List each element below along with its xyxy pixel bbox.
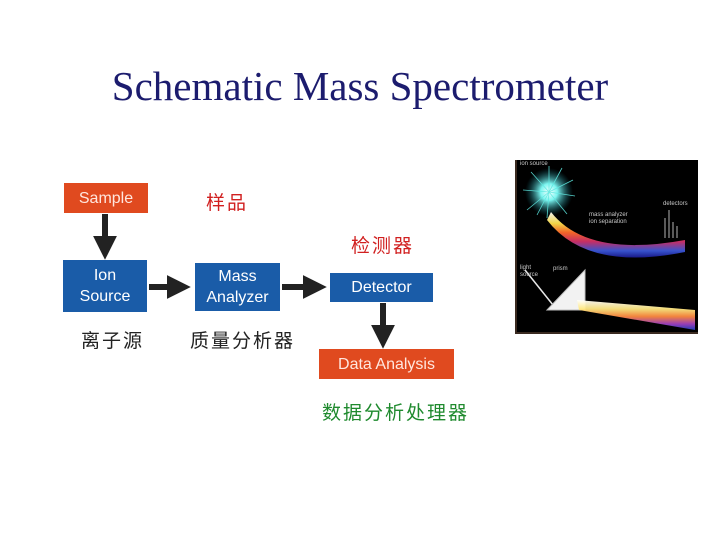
ion-source-caption: ion source: [520, 161, 548, 168]
spectrometer-illustration: ion source detectors mass analyzer ion s…: [515, 160, 698, 334]
light-source-caption: light source: [520, 265, 538, 279]
detector-label-cn: 检测器: [351, 231, 414, 258]
sample-box: Sample: [64, 183, 148, 213]
mass-analyzer-label-cn: 质量分析器: [190, 326, 295, 353]
data-analysis-box: Data Analysis: [319, 349, 454, 379]
detector-box: Detector: [330, 273, 433, 302]
detectors-caption: detectors: [663, 201, 688, 208]
spectrometer-graphic: [517, 160, 698, 332]
detector-peaks: [665, 210, 677, 238]
sample-label-cn: 样品: [206, 188, 248, 215]
light-spectrum-band: [577, 300, 695, 330]
ion-source-box: Ion Source: [63, 260, 147, 312]
mass-analyzer-box: Mass Analyzer: [195, 263, 280, 311]
ion-source-label-cn: 离子源: [81, 326, 144, 353]
data-analysis-label-cn: 数据分析处理器: [322, 398, 469, 425]
mass-analyzer-caption: mass analyzer ion separation: [589, 212, 628, 226]
prism-caption: prism: [553, 266, 568, 273]
